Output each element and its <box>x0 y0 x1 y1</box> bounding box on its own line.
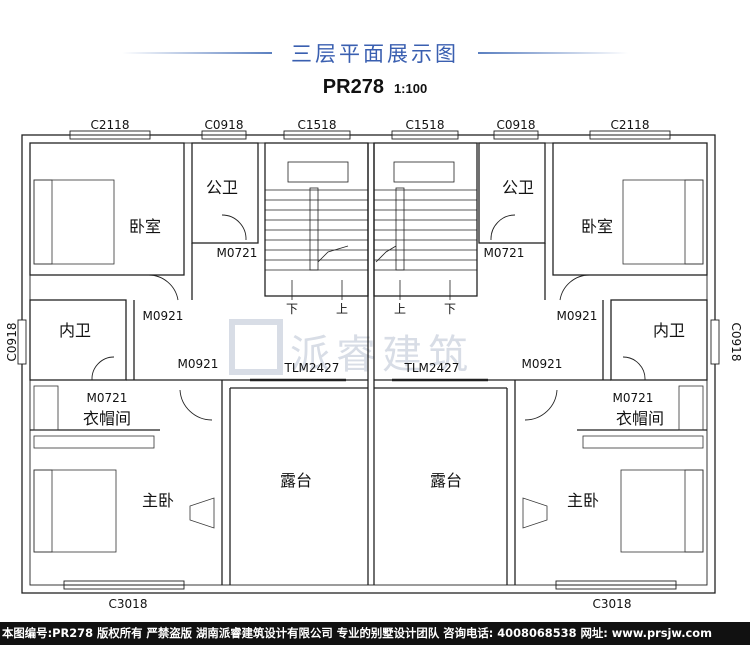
room-master-left: 主卧 <box>142 491 174 510</box>
label-c3018-left: C3018 <box>109 597 148 611</box>
title-line-left <box>122 52 272 54</box>
door-m0921-left-bedroom <box>147 274 179 301</box>
bed-headboard <box>684 179 704 265</box>
wall-bath-left <box>191 142 259 244</box>
bed-headboard <box>684 469 704 553</box>
wall-bedroom-left <box>29 142 185 276</box>
stair-landing-right <box>393 161 455 183</box>
label-m0921-right-master: M0921 <box>522 357 563 371</box>
stair-left <box>265 161 368 300</box>
door-m0721-left-innerbath <box>91 356 115 381</box>
footer-text: 本图编号:PR278 版权所有 严禁盗版 湖南派睿建筑设计有限公司 专业的别墅设… <box>2 626 712 640</box>
plan-code: PR278 <box>322 76 384 98</box>
stair-break-line <box>317 245 349 263</box>
room-inner-bath-right: 内卫 <box>653 321 685 340</box>
stair-break-line <box>375 245 397 263</box>
label-c0918-right-top: C0918 <box>497 118 536 132</box>
label-stair-right-up: 上 <box>394 302 406 316</box>
bed-left-bedroom <box>33 179 115 265</box>
door-m0921-right-bedroom <box>559 274 591 301</box>
wall-bath-right <box>478 142 546 244</box>
furniture <box>33 179 704 553</box>
door-m0721-left-bath <box>221 214 247 241</box>
window-c0918-left-side <box>17 319 27 365</box>
door-m0721-right-bath <box>490 214 516 241</box>
label-stair-right-down: 下 <box>444 302 456 316</box>
title-line-right <box>478 52 628 54</box>
stairs <box>265 161 477 300</box>
label-c1518-left: C1518 <box>298 118 337 132</box>
bed-headboard <box>33 179 53 265</box>
room-terrace-left: 露台 <box>280 471 312 490</box>
wall-stair-left <box>264 142 369 297</box>
label-c2118-right: C2118 <box>611 118 650 132</box>
room-closet-left: 衣帽间 <box>83 409 131 428</box>
door-m0921-left-master <box>179 389 213 421</box>
label-c0918-left-top: C0918 <box>205 118 244 132</box>
room-master-right: 主卧 <box>567 491 599 510</box>
label-m0921-left-master: M0921 <box>178 357 219 371</box>
lamp-left <box>189 497 215 529</box>
stair-rail-right <box>395 187 405 271</box>
label-m0721-left-bath: M0721 <box>217 246 258 260</box>
bed-headboard <box>33 469 53 553</box>
room-inner-bath-left: 内卫 <box>59 321 91 340</box>
room-bedroom-right: 卧室 <box>581 217 613 236</box>
label-tlm2427-left: TLM2427 <box>284 361 340 375</box>
label-c3018-right: C3018 <box>593 597 632 611</box>
watermark: 派睿建筑 <box>229 319 474 378</box>
label-c0918-left-side: C0918 <box>5 323 19 362</box>
wall-bedroom-right <box>552 142 708 276</box>
room-public-bath-left: 公卫 <box>206 178 238 197</box>
plan-code-row: PR278 1:100 <box>0 76 750 99</box>
plan-scale: 1:100 <box>393 81 428 96</box>
room-closet-right: 衣帽间 <box>616 409 664 428</box>
footer-bar: 本图编号:PR278 版权所有 严禁盗版 湖南派睿建筑设计有限公司 专业的别墅设… <box>0 622 750 645</box>
walls <box>21 134 716 594</box>
title-bar: 三层平面展示图 <box>0 36 750 70</box>
stair-landing-left <box>287 161 349 183</box>
room-bedroom-left: 卧室 <box>129 217 161 236</box>
lamp-right <box>522 497 548 529</box>
label-tlm2427-right: TLM2427 <box>404 361 460 375</box>
wall-innerbath-right <box>610 299 708 381</box>
watermark-logo <box>229 319 283 375</box>
label-c2118-left: C2118 <box>91 118 130 132</box>
label-stair-left-down: 下 <box>286 302 298 316</box>
wall-innerbath-left <box>29 299 127 381</box>
label-c0918-right-side: C0918 <box>729 323 743 362</box>
window-c0918-right-side <box>710 319 720 365</box>
wall-stair-right <box>373 142 478 297</box>
bed-right-master <box>620 469 704 553</box>
room-public-bath-right: 公卫 <box>502 178 534 197</box>
closet-rack-left <box>33 435 155 449</box>
wardrobe-right <box>678 385 704 431</box>
label-m0721-right-bath: M0721 <box>484 246 525 260</box>
label-m0921-right-bedroom: M0921 <box>557 309 598 323</box>
wardrobe-left <box>33 385 59 431</box>
door-m0921-right-master <box>524 389 558 421</box>
label-m0921-left-bedroom: M0921 <box>143 309 184 323</box>
room-terrace-right: 露台 <box>430 471 462 490</box>
stair-rail-left <box>309 187 319 271</box>
closet-rack-right <box>582 435 704 449</box>
doors <box>91 214 646 421</box>
bed-right-bedroom <box>622 179 704 265</box>
page-title: 三层平面展示图 <box>291 42 459 66</box>
bed-left-master <box>33 469 117 553</box>
watermark-text: 派睿建筑 <box>290 332 474 378</box>
label-c1518-right: C1518 <box>406 118 445 132</box>
door-m0721-right-innerbath <box>622 356 646 381</box>
windows <box>17 130 720 590</box>
label-m0721-right-innerbath: M0721 <box>613 391 654 405</box>
label-stair-left-up: 上 <box>336 302 348 316</box>
label-m0721-left-innerbath: M0721 <box>87 391 128 405</box>
stair-right <box>374 161 477 300</box>
